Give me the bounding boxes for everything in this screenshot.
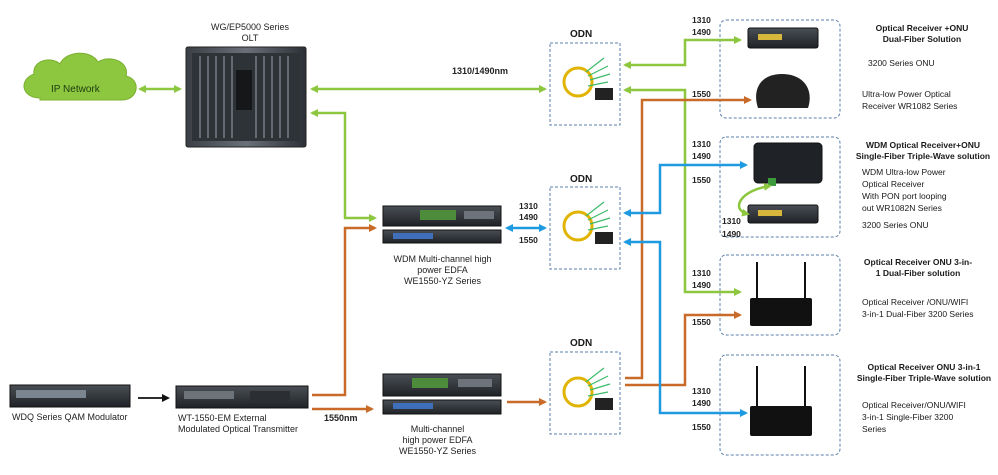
wdm-edfa-wave-c: 1550 <box>519 235 538 245</box>
solution-box-1 <box>719 19 841 119</box>
sol3-wave-1490: 1490 <box>692 280 711 290</box>
sol2-wave-1550: 1550 <box>692 175 711 185</box>
sol1-wave-1310: 1310 <box>692 15 711 25</box>
sol1-text-b2: Receiver WR1082 Series <box>862 101 958 111</box>
olt-link-wavelength: 1310/1490nm <box>452 66 509 76</box>
sol1-text-b1: Ultra-low Power Optical <box>862 89 951 99</box>
edfa-line3: WE1550-YZ Series <box>398 446 477 456</box>
sol3-wave-1310: 1310 <box>692 268 711 278</box>
odn2-solution2-link <box>623 161 748 217</box>
sol3-wave-1550: 1550 <box>692 317 711 327</box>
sol2-text-a2: Optical Receiver <box>862 179 925 189</box>
optical-receiver-icon <box>756 74 810 108</box>
odn-box-2 <box>549 186 621 270</box>
sol4-text-a1: Optical Receiver/ONU/WIFI <box>862 400 966 410</box>
olt-edfa-link <box>310 109 377 222</box>
wdm-receiver-icon <box>753 142 823 186</box>
wdm-edfa-wave-b: 1490 <box>519 212 538 222</box>
ip-network-cloud <box>23 52 137 101</box>
qam-modulator-icon <box>9 384 131 408</box>
sol4-title-line1: Optical Receiver ONU 3-in-1 <box>867 362 981 372</box>
wdm-edfa-line3: WE1550-YZ Series <box>403 276 482 286</box>
wdm-edfa-line1: WDM Multi-channel high <box>393 254 492 264</box>
edfa-line2: high power EDFA <box>402 435 473 445</box>
onu-icon <box>747 204 819 224</box>
sol2-title-line2: Single-Fiber Triple-Wave solution <box>855 151 991 161</box>
sol2-text-a1: WDM Ultra-low Power <box>862 167 946 177</box>
transmitter-line2: Modulated Optical Transmitter <box>178 424 299 434</box>
solution-box-4 <box>719 354 841 456</box>
onu-icon <box>747 27 819 49</box>
sol1-wave-1490: 1490 <box>692 27 711 37</box>
transmitter-line1: WT-1550-EM External <box>178 413 267 423</box>
sol2-inner-1310: 1310 <box>722 216 741 226</box>
odn-label-3: ODN <box>570 338 593 349</box>
transmitter-wdm-edfa-link <box>312 224 377 397</box>
sol3-title-line1: Optical Receiver ONU 3-in- <box>863 257 973 267</box>
sol4-wave-1490: 1490 <box>692 398 711 408</box>
odn1-onu-link <box>623 36 742 69</box>
olt-subtitle: OLT <box>241 33 259 43</box>
sol3-text-a2: 3-in-1 Dual-Fiber 3200 Series <box>862 309 974 319</box>
sol1-wave-1550: 1550 <box>692 89 711 99</box>
sol4-wave-1310: 1310 <box>692 386 711 396</box>
sol2-wave-1310: 1310 <box>692 139 711 149</box>
transmitter-wavelength: 1550nm <box>324 413 358 423</box>
sol2-text-b: 3200 Series ONU <box>862 220 929 230</box>
sol2-wave-1490: 1490 <box>692 151 711 161</box>
sol2-title-line1: WDM Optical Receiver+ONU <box>865 140 981 150</box>
sol1-title-line2: Dual-Fiber Solution <box>882 34 962 44</box>
sol4-text-a3: Series <box>862 424 887 434</box>
olt-title: WG/EP5000 Series <box>210 22 290 32</box>
sol3-title-line2: 1 Dual-Fiber solution <box>875 268 961 278</box>
wifi-router-icon <box>750 366 812 436</box>
sol4-wave-1550: 1550 <box>692 422 711 432</box>
edfa-icon <box>382 373 502 415</box>
transmitter-icon <box>175 385 309 409</box>
wdm-edfa-line2: power EDFA <box>417 265 468 275</box>
sol3-text-a1: Optical Receiver /ONU/WIFI <box>862 297 969 307</box>
ip-network-label: IP Network <box>51 84 100 95</box>
wdm-edfa-icon <box>382 205 502 244</box>
sol4-text-a2: 3-in-1 Single-Fiber 3200 <box>862 412 954 422</box>
sol4-title-line2: Single-Fiber Triple-Wave solution <box>856 373 992 383</box>
wifi-router-icon <box>750 262 812 326</box>
qam-label: WDQ Series QAM Modulator <box>12 412 128 422</box>
odn-label-1: ODN <box>570 29 593 40</box>
odn2-solution4-link <box>623 238 748 417</box>
odn-box-1 <box>549 42 621 126</box>
wdm-edfa-wave-a: 1310 <box>519 201 538 211</box>
odn-label-2: ODN <box>570 174 593 185</box>
sol2-text-a3: With PON port looping <box>862 191 947 201</box>
edfa-line1: Multi-channel <box>410 424 465 434</box>
sol1-text-a: 3200 Series ONU <box>868 58 935 68</box>
sol1-title-line1: Optical Receiver +ONU <box>875 23 969 33</box>
receiver-onu-loop <box>737 182 772 217</box>
olt-chassis-icon <box>185 46 307 148</box>
sol2-inner-1490: 1490 <box>722 229 741 239</box>
sol2-text-a4: out WR1082N Series <box>862 203 942 213</box>
odn-box-3 <box>549 351 621 435</box>
